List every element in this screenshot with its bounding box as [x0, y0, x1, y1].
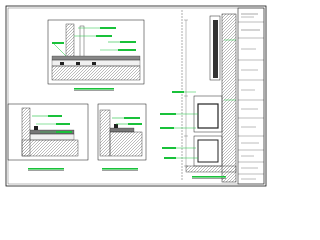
title-block: [237, 7, 265, 185]
detail-wall-elevation-right: [160, 10, 237, 183]
detail-floor-section: [47, 19, 145, 85]
detail-wall-base-middle-caption: [102, 168, 138, 170]
drawing-sheet: [5, 5, 267, 187]
cad-drawing: [5, 5, 267, 187]
detail-wall-base-left-caption: [28, 168, 64, 170]
detail-floor-section-caption: [74, 88, 114, 90]
detail-wall-base-middle: [97, 103, 147, 161]
sheet-border: [5, 5, 267, 187]
detail-wall-base-left: [7, 103, 89, 161]
detail-wall-elevation-right-caption: [192, 176, 226, 178]
